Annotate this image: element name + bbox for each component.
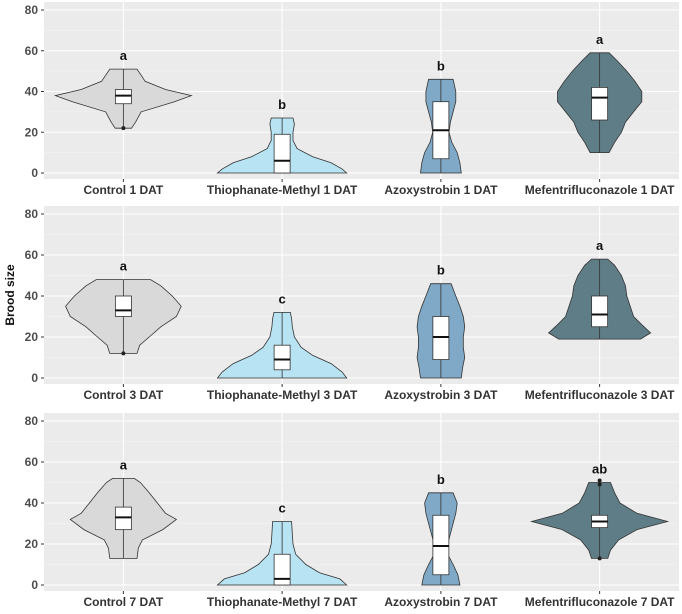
category-label: Thiophanate-Methyl 3 DAT	[207, 388, 358, 402]
significance-letter: a	[596, 32, 604, 47]
category-label: Mefentrifluconazole 3 DAT	[525, 388, 675, 402]
box-iqr	[432, 514, 450, 576]
category-label: Thiophanate-Methyl 1 DAT	[207, 183, 358, 197]
y-tick-label: 80	[25, 207, 39, 221]
y-tick-label: 0	[31, 166, 38, 180]
significance-letter: b	[437, 58, 445, 73]
y-tick-label: 20	[25, 330, 39, 344]
y-tick-label: 60	[25, 248, 39, 262]
category-label: Control 3 DAT	[83, 388, 163, 402]
box-iqr	[591, 87, 609, 121]
y-tick-label: 20	[25, 125, 39, 139]
category-label: Mefentrifluconazole 1 DAT	[525, 183, 675, 197]
outlier-point	[597, 482, 602, 487]
outlier-point	[597, 478, 602, 483]
significance-letter: b	[437, 263, 445, 278]
significance-letter: c	[279, 500, 286, 515]
y-tick-label: 60	[25, 455, 39, 469]
significance-letter: c	[279, 291, 286, 306]
outlier-point	[597, 556, 602, 561]
outlier-point	[121, 351, 126, 356]
category-label: Control 7 DAT	[83, 595, 163, 609]
y-axis-label: Brood size	[3, 264, 17, 326]
box-iqr	[273, 133, 291, 174]
box-iqr	[591, 295, 609, 328]
category-label: Azoxystrobin 7 DAT	[384, 595, 498, 609]
y-tick-label: 80	[25, 414, 39, 428]
box-iqr	[273, 344, 291, 371]
y-tick-label: 20	[25, 537, 39, 551]
significance-letter: ab	[592, 462, 607, 477]
significance-letter: a	[596, 238, 604, 253]
significance-letter: a	[120, 259, 128, 274]
significance-letter: a	[120, 48, 128, 63]
outlier-point	[121, 126, 126, 131]
category-label: Azoxystrobin 3 DAT	[384, 388, 498, 402]
significance-letter: b	[437, 472, 445, 487]
y-tick-label: 80	[25, 3, 39, 17]
category-label: Control 1 DAT	[83, 183, 163, 197]
significance-letter: a	[120, 457, 128, 472]
box-iqr	[114, 89, 132, 105]
y-tick-label: 0	[31, 371, 38, 385]
category-label: Azoxystrobin 1 DAT	[384, 183, 498, 197]
y-tick-label: 40	[25, 496, 39, 510]
category-label: Mefentrifluconazole 7 DAT	[525, 595, 675, 609]
box-iqr	[432, 316, 450, 360]
y-tick-label: 40	[25, 85, 39, 99]
y-tick-label: 0	[31, 578, 38, 592]
box-iqr	[273, 553, 291, 586]
y-tick-label: 60	[25, 44, 39, 58]
box-iqr	[114, 506, 132, 531]
significance-letter: b	[278, 97, 286, 112]
box-iqr	[114, 295, 132, 317]
category-label: Thiophanate-Methyl 7 DAT	[207, 595, 358, 609]
y-tick-label: 40	[25, 289, 39, 303]
